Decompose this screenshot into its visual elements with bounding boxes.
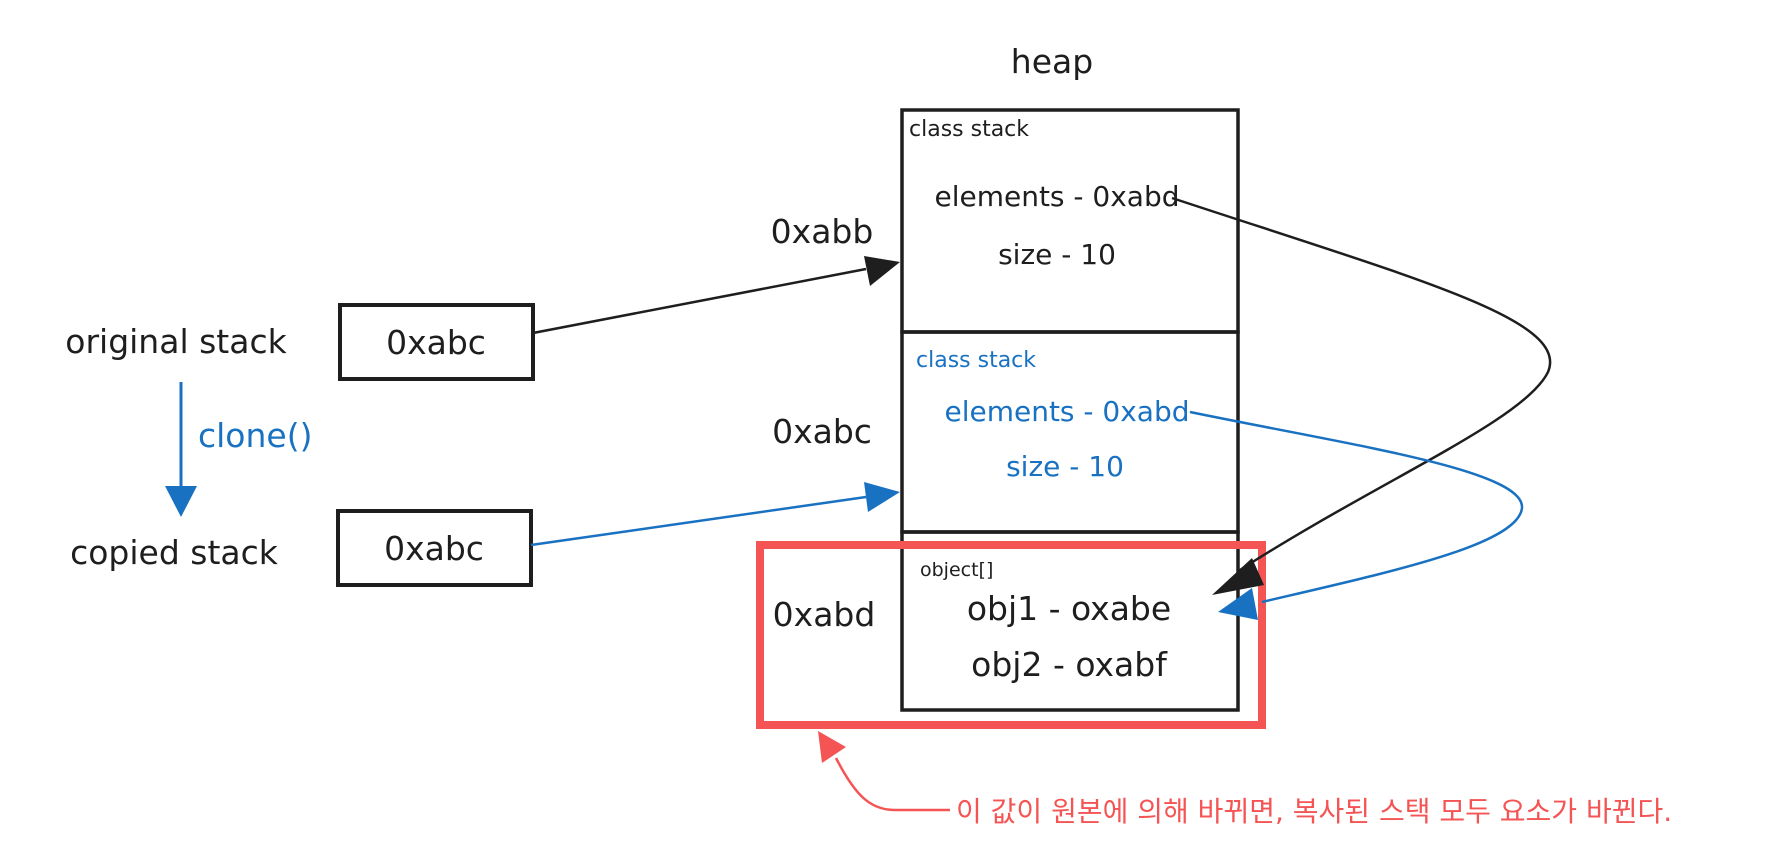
arrow-block1-elements-to-object: [1171, 196, 1552, 595]
annotation-note: 이 값이 원본에 의해 바뀌면, 복사된 스택 모두 요소가 바뀐다.: [956, 795, 1672, 828]
block1-elements: elements - 0xabd: [934, 180, 1179, 213]
block1-header: class stack: [909, 117, 1029, 142]
arrow-copied-to-heap: [530, 482, 900, 547]
block3-header: object[]: [920, 559, 993, 581]
copied-value-box: [336, 509, 533, 587]
heap-block-1: [900, 108, 1240, 334]
arrow-original-to-heap: [532, 256, 900, 335]
clone-arrow: [165, 382, 197, 517]
block2-header: class stack: [916, 348, 1036, 373]
block1-size: size - 10: [998, 238, 1116, 271]
block2-size: size - 10: [1006, 450, 1124, 483]
copied-value: 0xabc: [384, 529, 484, 568]
heap-block-3: [900, 530, 1240, 712]
original-stack-label: original stack: [65, 322, 287, 361]
highlight-box: [756, 541, 1266, 729]
address-0xabc: 0xabc: [772, 412, 872, 451]
address-0xabb: 0xabb: [771, 212, 874, 251]
address-0xabd: 0xabd: [773, 595, 876, 634]
arrow-block2-elements-to-object: [1189, 410, 1524, 620]
heap-title: heap: [1011, 42, 1093, 81]
heap-column: [900, 108, 1240, 712]
clone-label: clone(): [198, 416, 312, 455]
block3-obj2: obj2 - oxabf: [971, 645, 1168, 684]
original-value-box: [338, 303, 535, 381]
block2-elements: elements - 0xabd: [944, 395, 1189, 428]
block3-obj1: obj1 - oxabe: [967, 589, 1171, 628]
original-value: 0xabc: [386, 323, 486, 362]
copied-stack-label: copied stack: [70, 533, 279, 572]
annotation-arrow: [818, 731, 950, 812]
